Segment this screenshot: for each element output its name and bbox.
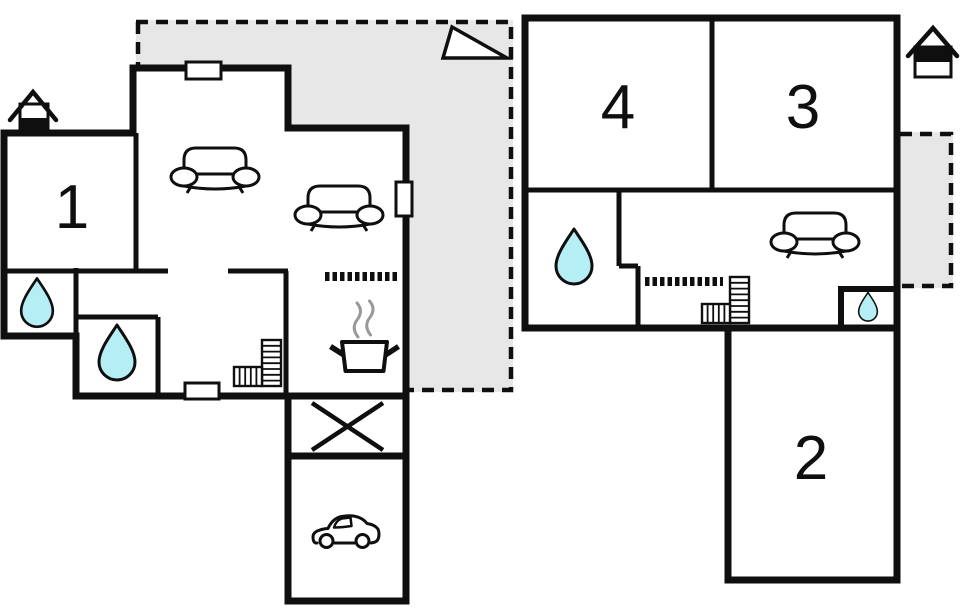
sofa-icon: [169, 146, 261, 195]
terrace-dashed-border: [135, 19, 514, 393]
car-icon: [311, 514, 381, 549]
terrace-area: [136, 20, 513, 392]
ground-level-house-icon: [7, 88, 59, 134]
stove-icon: [329, 299, 401, 373]
sofa-icon: [293, 184, 385, 233]
small-bathroom-walls: [838, 286, 897, 328]
ground-floor-interior-walls: [4, 133, 289, 396]
room-1-label: 1: [55, 173, 89, 242]
door-symbol-bottom: [183, 381, 221, 401]
sofa-icon: [769, 211, 861, 260]
cross-mark-icon: [310, 401, 385, 452]
upper-floor-interior-walls: [525, 18, 897, 328]
upper-floor-plan: 4 3 2: [521, 14, 960, 584]
north-arrow-icon: [440, 24, 514, 60]
room-2-label: 2: [794, 424, 828, 493]
terrace-dashed-border: [900, 131, 954, 289]
terrace-area: [900, 132, 953, 288]
window-symbol-top: [184, 60, 223, 81]
upper-floor-outer-walls: [521, 14, 901, 584]
room-4-label: 4: [601, 73, 635, 142]
room-3-label: 3: [786, 73, 820, 142]
upper-level-house-icon: [905, 24, 960, 79]
storage-garage-walls: [288, 392, 406, 460]
window-symbol-right: [394, 180, 414, 218]
ground-floor-plan: 1: [0, 19, 514, 605]
